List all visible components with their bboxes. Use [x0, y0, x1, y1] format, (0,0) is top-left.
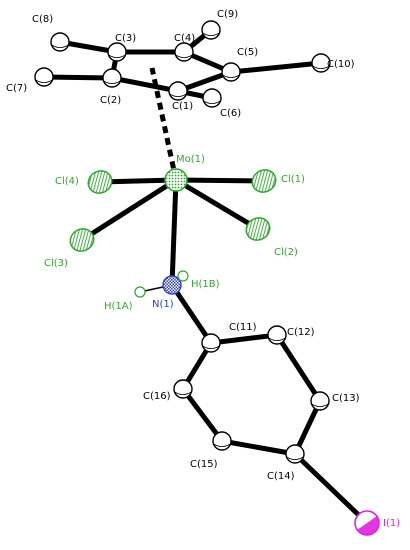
atom-n1: [162, 275, 182, 295]
atom-cl3: [69, 228, 95, 252]
bond-c14-c15: [221, 438, 296, 457]
bond-mo1-cl2: [174, 177, 260, 232]
label-c10: C(10): [327, 59, 355, 70]
bond-mo1-cl1: [175, 177, 265, 184]
bond-mo1-cl4: [99, 177, 177, 185]
atom-c9: [201, 20, 221, 40]
label-cl3: Cl(3): [44, 258, 68, 269]
atom-c11: [201, 333, 221, 353]
atom-c1: [168, 81, 188, 101]
label-c3: C(3): [115, 33, 136, 44]
atom-h1a: [134, 286, 146, 298]
label-c14: C(14): [267, 471, 295, 482]
atom-c14: [285, 444, 305, 464]
label-c8: C(8): [32, 14, 53, 25]
label-c2: C(2): [100, 95, 121, 106]
atom-c5: [221, 62, 241, 82]
bond-c14-i1: [293, 452, 369, 525]
atom-cl4: [87, 170, 113, 194]
bond-c12-c13: [274, 333, 323, 403]
label-c12: C(12): [287, 327, 315, 338]
bond-c11-c12: [210, 332, 278, 346]
label-c4: C(4): [174, 33, 195, 44]
label-c11: C(11): [229, 322, 257, 333]
atom-c7: [34, 67, 54, 87]
label-n1: N(1): [152, 299, 174, 310]
label-cl2: Cl(2): [274, 247, 298, 258]
label-i1: I(1): [383, 518, 400, 529]
bond-c15-c16: [181, 387, 224, 443]
atom-c8: [50, 32, 70, 52]
label-c1: C(1): [172, 101, 193, 112]
atom-c4: [174, 42, 194, 62]
label-c13: C(13): [332, 393, 360, 404]
bond-c5-c10: [230, 60, 322, 75]
atom-mo1: [164, 168, 188, 192]
bond-mo1-cl3: [80, 177, 178, 243]
atom-c10: [311, 53, 331, 73]
atom-h1b: [177, 270, 189, 282]
bond-c13-c14: [292, 399, 323, 456]
label-c9: C(9): [217, 9, 238, 20]
label-c5: C(5): [237, 47, 258, 58]
label-c16: C(16): [143, 391, 171, 402]
label-c6: C(6): [220, 108, 241, 119]
atom-c15: [212, 431, 232, 451]
atom-c12: [267, 325, 287, 345]
atom-c13: [310, 391, 330, 411]
atom-cl2: [245, 217, 271, 241]
label-cl4: Cl(4): [55, 176, 79, 187]
atom-c16: [173, 379, 193, 399]
atoms-layer: [34, 20, 380, 536]
bond-c1-c2: [111, 75, 179, 94]
label-c15: C(15): [190, 459, 218, 470]
atom-i1: [354, 510, 380, 536]
atom-c6: [202, 88, 222, 108]
atom-c2: [102, 68, 122, 88]
atom-cl1: [251, 169, 277, 193]
label-h1a: H(1A): [104, 301, 133, 312]
label-cl1: Cl(1): [281, 174, 305, 185]
label-c7: C(7): [6, 83, 27, 94]
labels-layer: C(8) C(3) C(4) C(9) C(5) C(10) C(7) C(2) C(1) C(6…: [6, 9, 400, 529]
bond-mo1-n1: [169, 179, 179, 286]
label-mo1: Mo(1): [176, 154, 205, 165]
bond-c2-c7: [43, 74, 113, 81]
bond-n1-c11: [169, 283, 214, 345]
label-h1b: H(1B): [191, 279, 220, 290]
atom-c3: [107, 42, 127, 62]
